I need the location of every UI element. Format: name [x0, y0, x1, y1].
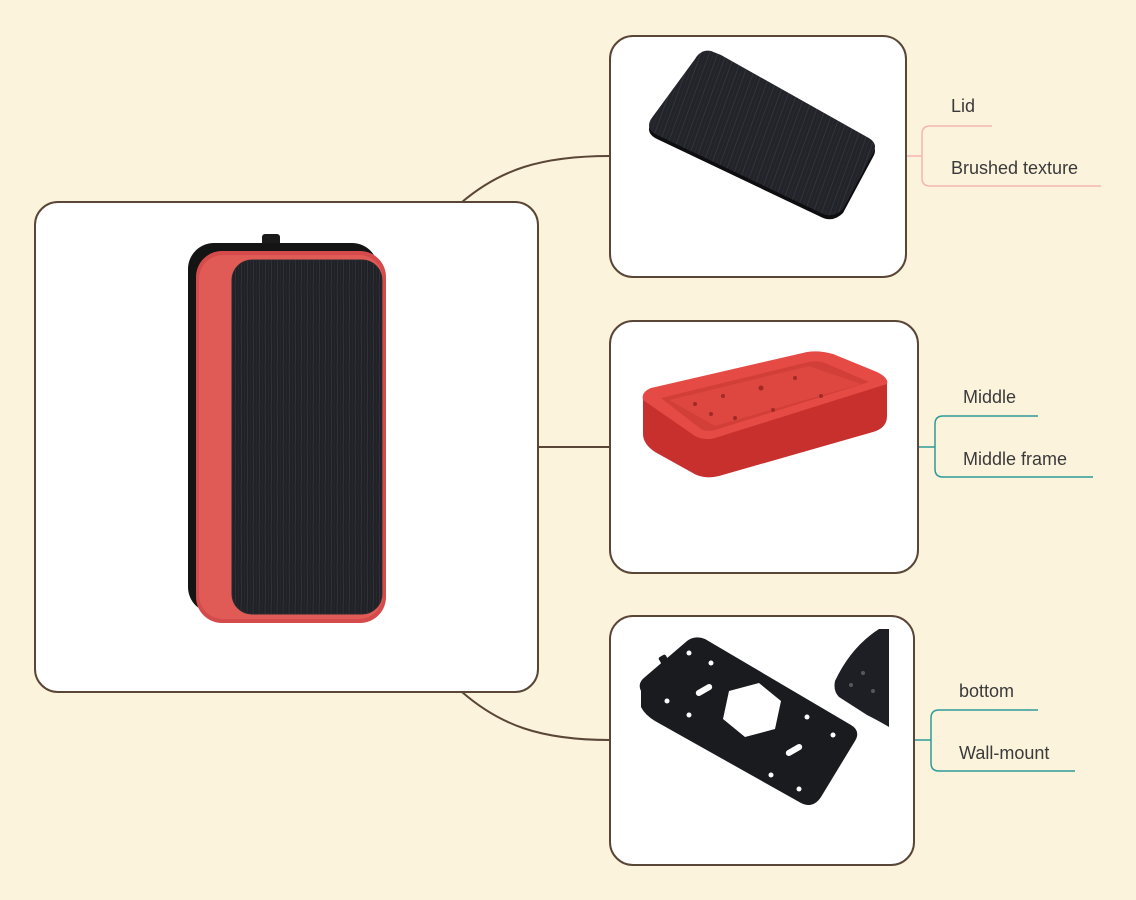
lid-label-connector	[906, 125, 1101, 187]
lid-subtitle: Brushed texture	[951, 158, 1079, 178]
middle-card	[609, 320, 919, 574]
bottom-label-connector	[914, 709, 1075, 772]
middle-frame-icon	[642, 351, 888, 478]
bottom-subtitle: Wall-mount	[959, 743, 1050, 763]
main-product-card	[34, 201, 539, 693]
assembled-case-icon	[188, 234, 386, 623]
bottom-title: bottom	[959, 681, 1015, 701]
bottom-plate-icon	[639, 629, 889, 805]
lid-title: Lid	[951, 96, 976, 116]
lid-icon	[649, 50, 875, 220]
bottom-card	[609, 615, 915, 866]
middle-subtitle: Middle frame	[963, 449, 1068, 469]
middle-title: Middle	[963, 387, 1017, 407]
middle-label-connector	[918, 415, 1093, 478]
connector-to-bottom	[461, 691, 611, 741]
lid-card	[609, 35, 907, 278]
connector-to-lid	[461, 155, 611, 203]
